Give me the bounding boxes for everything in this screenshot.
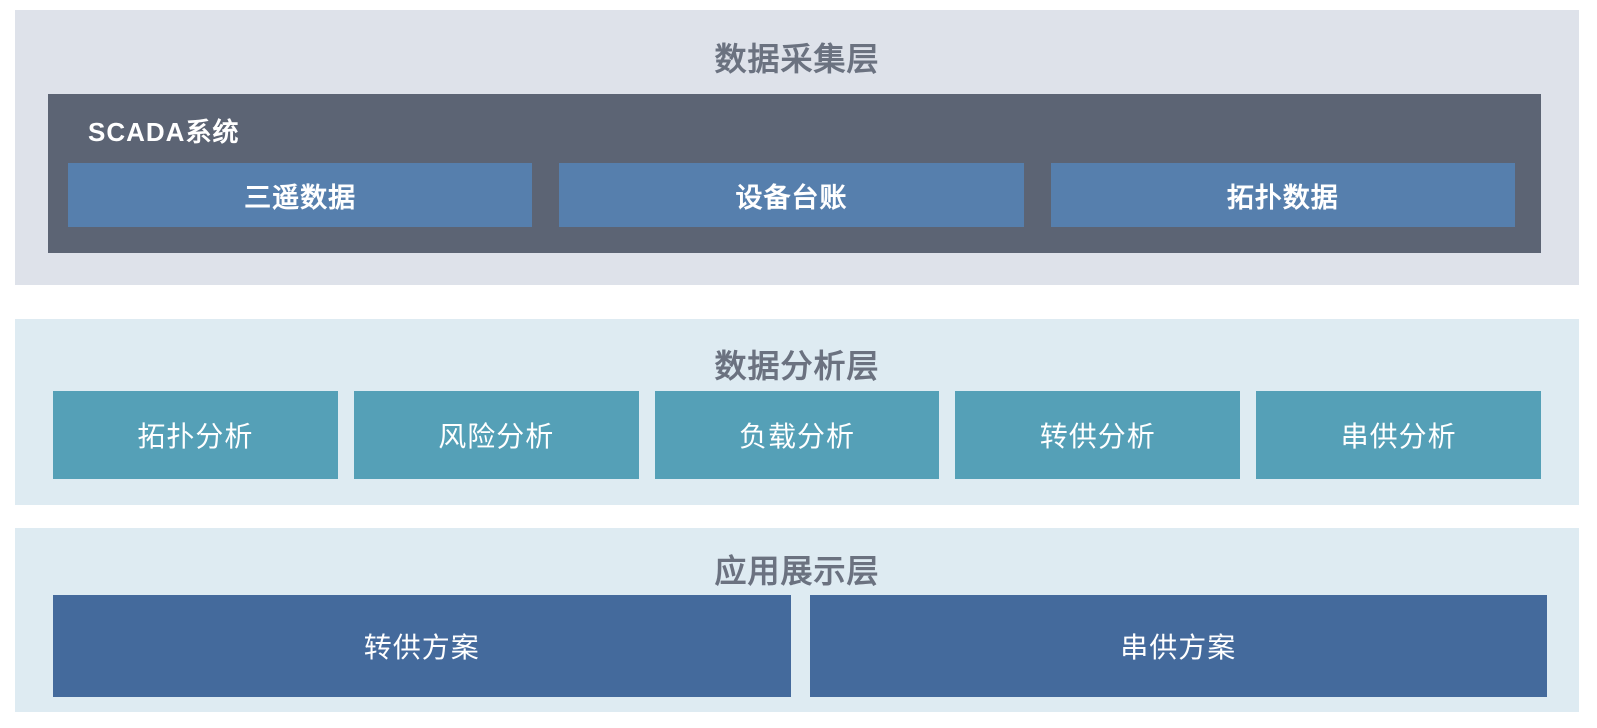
- box-telemetry-data: 三遥数据: [68, 163, 533, 227]
- box-load-analysis: 负载分析: [654, 391, 940, 479]
- box-topology-analysis: 拓扑分析: [53, 391, 338, 479]
- analysis-box-row: 拓扑分析 风险分析 负载分析 转供分析 串供分析: [53, 391, 1541, 479]
- box-equipment-ledger: 设备台账: [559, 163, 1024, 227]
- box-risk-analysis: 风险分析: [353, 391, 639, 479]
- scada-system-label: SCADA系统: [88, 117, 240, 147]
- box-series-supply-plan: 串供方案: [809, 595, 1547, 697]
- application-box-row: 转供方案 串供方案: [53, 595, 1547, 697]
- box-topology-data: 拓扑数据: [1050, 163, 1515, 227]
- layer-data-collection-title: 数据采集层: [714, 41, 880, 77]
- layer-data-analysis: 数据分析层 拓扑分析 风险分析 负载分析 转供分析 串供分析: [15, 319, 1579, 505]
- box-transfer-supply-analysis: 转供分析: [955, 391, 1241, 479]
- box-series-supply-analysis: 串供分析: [1256, 391, 1541, 479]
- layer-data-analysis-title: 数据分析层: [714, 348, 880, 384]
- box-transfer-supply-plan: 转供方案: [53, 595, 791, 697]
- layer-application-display-title: 应用展示层: [714, 553, 880, 589]
- layer-application-display: 应用展示层 转供方案 串供方案: [15, 528, 1579, 712]
- layer-data-collection: 数据采集层 SCADA系统 三遥数据 设备台账 拓扑数据: [15, 10, 1579, 285]
- scada-panel: SCADA系统 三遥数据 设备台账 拓扑数据: [48, 94, 1541, 253]
- scada-box-row: 三遥数据 设备台账 拓扑数据: [68, 163, 1515, 227]
